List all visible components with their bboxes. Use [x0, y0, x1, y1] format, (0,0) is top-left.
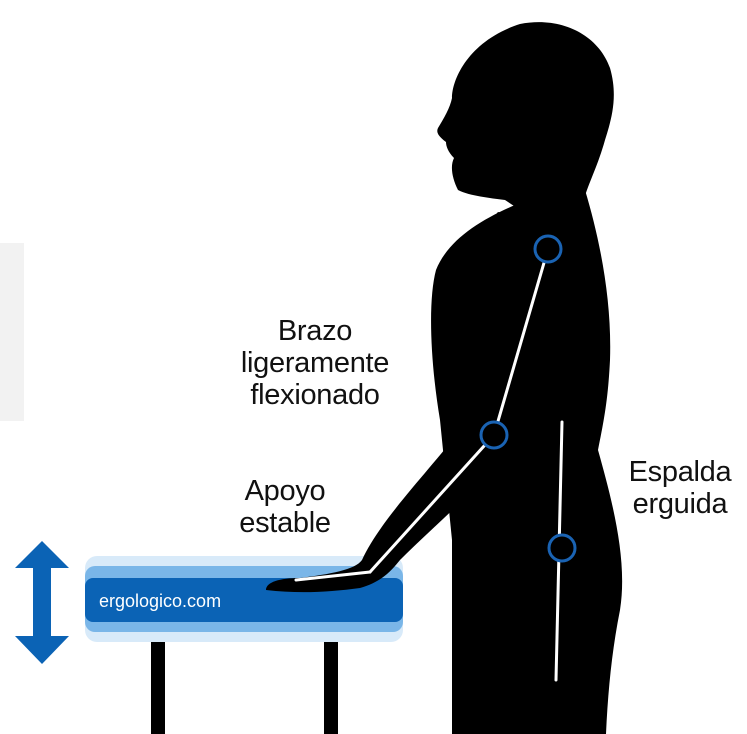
support-label-line-1: Apoyo — [244, 475, 326, 507]
head-and-neck — [437, 22, 614, 210]
back-label-line-1: Espalda — [628, 456, 732, 488]
arm-posture-label: Brazo ligeramente flexionado — [205, 315, 425, 411]
joint-markers — [479, 234, 577, 563]
lower-back-joint — [547, 533, 577, 563]
side-panel — [0, 243, 24, 421]
person-silhouette — [266, 22, 623, 734]
website-watermark: ergologico.com — [99, 591, 222, 611]
arm-label-line-1: Brazo — [277, 315, 353, 347]
back-label-line-2: erguida — [632, 488, 728, 520]
elbow-joint — [479, 420, 509, 450]
table-leg-left — [151, 612, 165, 734]
support-label: Apoyo estable — [185, 475, 385, 539]
table-leg-right — [324, 612, 338, 734]
arm-label-line-2: ligeramente — [240, 347, 390, 379]
shoulder-joint — [533, 234, 563, 264]
hand-line — [294, 570, 372, 582]
support-label-line-2: estable — [239, 507, 331, 539]
upper-arm-line — [492, 247, 550, 437]
back-posture-label: Espalda erguida — [600, 456, 747, 520]
torso — [431, 190, 623, 734]
height-adjust-arrow-icon — [15, 541, 69, 664]
forearm-line — [368, 433, 496, 574]
arm — [266, 212, 559, 593]
arm-label-line-3: flexionado — [250, 379, 380, 411]
